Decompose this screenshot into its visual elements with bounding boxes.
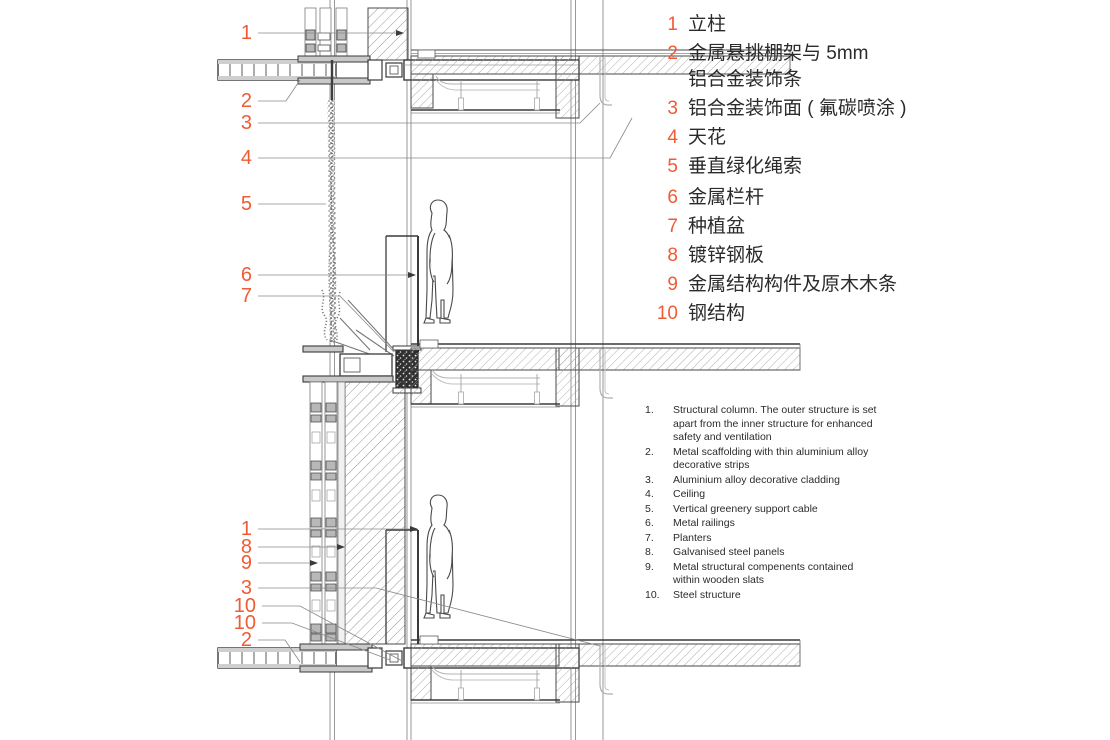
legend-en-item-3: 3. Aluminium alloy decorative cladding — [645, 474, 945, 488]
legend-cn-text-5: 垂直绿化绳索 — [688, 156, 803, 177]
legend-cn-num-3: 3 — [667, 98, 678, 119]
legend-en-text-3: Aluminium alloy decorative cladding — [673, 473, 840, 486]
legend-en-item-4: 4. Ceiling — [645, 488, 945, 502]
lower-floor-assembly — [217, 635, 801, 704]
legend-en-item-9: 9. Metal structural compenents contained… — [645, 561, 945, 588]
column-top-assembly — [297, 7, 409, 85]
legend-en-text-2: Metal scaffolding with thin aluminium al… — [673, 445, 869, 472]
callout-8-bottom: 8 — [240, 536, 252, 558]
figure-upper-floor — [423, 199, 454, 324]
legend-cn-item-4: 4 天花 — [652, 125, 1082, 151]
leader-lines — [258, 30, 633, 663]
callout-7-top: 7 — [240, 285, 252, 307]
right-outer-walls — [789, 50, 801, 666]
legend-cn-item-7: 7 种植盆 — [652, 214, 1082, 240]
legend-en-text-5: Vertical greenery support cable — [673, 502, 818, 515]
legend-chinese: 1 立柱 2 金属悬挑棚架与 5mm 铝合金装饰条 3 铝合金装饰面 ( 氟碳喷… — [652, 12, 1082, 330]
legend-cn-num-6: 6 — [667, 187, 678, 208]
legend-cn-item-8: 8 镀锌钢板 — [652, 243, 1082, 269]
legend-en-text-9: Metal structural compenents contained wi… — [673, 560, 854, 587]
callout-4-top: 4 — [240, 147, 252, 169]
callout-9-bottom: 9 — [240, 552, 252, 574]
legend-cn-num-8: 8 — [667, 245, 678, 266]
legend-en-num-10: 10. — [645, 588, 660, 601]
legend-cn-text-1: 立柱 — [688, 14, 727, 35]
legend-cn-item-9: 9 金属结构构件及原木木条 — [652, 272, 1082, 298]
legend-en-item-7: 7. Planters — [645, 532, 945, 546]
legend-cn-text-4: 天花 — [688, 127, 727, 148]
legend-en-text-8: Galvanised steel panels — [673, 546, 785, 558]
vertical-greenery-cable — [321, 60, 341, 345]
legend-cn-num-5: 5 — [667, 156, 678, 177]
legend-cn-text-3: 铝合金装饰面 ( 氟碳喷涂 ) — [688, 98, 907, 119]
callout-3-top: 3 — [240, 112, 252, 134]
legend-cn-item-10: 10 钢结构 — [652, 301, 1082, 327]
legend-en-text-1: Structural column. The outer structure i… — [673, 404, 877, 443]
legend-cn-item-3: 3 铝合金装饰面 ( 氟碳喷涂 ) — [652, 96, 1082, 122]
legend-en-item-10: 10. Steel structure — [645, 589, 945, 603]
callout-1-top: 1 — [240, 22, 252, 44]
legend-en-num-1: 1. — [645, 404, 654, 416]
legend-en-item-1: 1. Structural column. The outer structur… — [645, 404, 945, 445]
legend-cn-text-7: 种植盆 — [688, 216, 746, 237]
legend-cn-num-7: 7 — [667, 216, 678, 237]
legend-en-num-9: 9. — [645, 560, 654, 573]
callout-5-top: 5 — [240, 193, 252, 215]
callout-1-bottom: 1 — [240, 518, 252, 540]
legend-en-num-4: 4. — [645, 488, 654, 500]
callout-10-first: 10 — [233, 595, 256, 617]
callout-2-bottom: 2 — [240, 629, 252, 651]
callout-2-top: 2 — [240, 90, 252, 112]
legend-en-num-8: 8. — [645, 546, 654, 558]
callout-6-top: 6 — [240, 264, 252, 286]
legend-cn-num-10: 10 — [656, 303, 678, 324]
callout-3-bottom: 3 — [240, 577, 252, 599]
legend-en-item-2: 2. Metal scaffolding with thin aluminium… — [645, 446, 945, 473]
legend-cn-text-10: 钢结构 — [688, 303, 746, 324]
legend-cn-num-9: 9 — [667, 274, 678, 295]
legend-cn-num-4: 4 — [667, 127, 678, 148]
legend-cn-item-6: 6 金属栏杆 — [652, 185, 1082, 211]
legend-en-num-2: 2. — [645, 445, 654, 458]
legend-en-item-6: 6. Metal railings — [645, 517, 945, 531]
slab-upper — [410, 49, 791, 119]
canopy-top — [217, 59, 337, 81]
legend-en-num-5: 5. — [645, 502, 654, 515]
legend-cn-text-2: 金属悬挑棚架与 5mm 铝合金装饰条 — [688, 43, 869, 90]
legend-en-text-6: Metal railings — [673, 517, 735, 529]
legend-cn-item-2: 2 金属悬挑棚架与 5mm 铝合金装饰条 — [652, 41, 1082, 93]
legend-cn-text-6: 金属栏杆 — [688, 187, 765, 208]
legend-en-item-5: 5. Vertical greenery support cable — [645, 503, 945, 517]
legend-en-num-7: 7. — [645, 531, 654, 544]
legend-en-item-8: 8. Galvanised steel panels — [645, 546, 945, 560]
figure-lower-floor — [423, 494, 454, 619]
legend-cn-item-1: 1 立柱 — [652, 12, 1082, 38]
legend-cn-text-8: 镀锌钢板 — [688, 245, 765, 266]
legend-en-num-3: 3. — [645, 473, 654, 486]
legend-cn-item-5: 5 垂直绿化绳索 — [652, 154, 1082, 180]
legend-en-text-4: Ceiling — [673, 488, 706, 500]
mid-floor-assembly — [302, 235, 801, 408]
legend-cn-text-9: 金属结构构件及原木木条 — [688, 274, 898, 295]
legend-en-text-10: Steel structure — [673, 588, 741, 601]
legend-en-text-7: Planters — [673, 531, 712, 544]
legend-en-num-6: 6. — [645, 517, 654, 529]
callout-10-second: 10 — [233, 612, 256, 634]
legend-cn-num-2: 2 — [667, 43, 678, 64]
legend-cn-num-1: 1 — [667, 14, 678, 35]
legend-english: 1. Structural column. The outer structur… — [645, 404, 945, 603]
wall-slat-cladding — [309, 381, 406, 645]
